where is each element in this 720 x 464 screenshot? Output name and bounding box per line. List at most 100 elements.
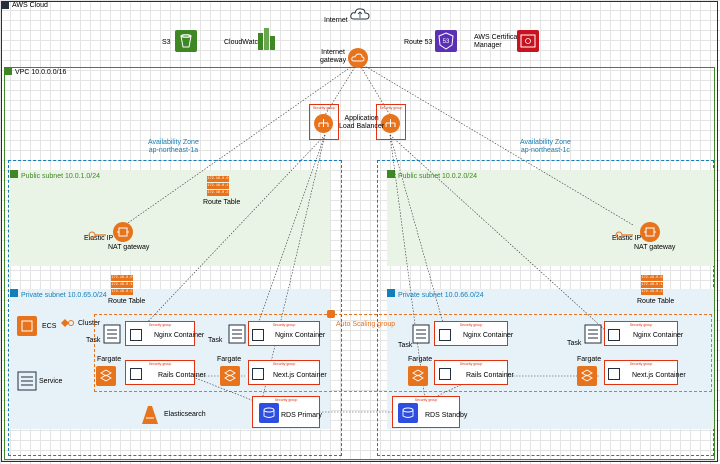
nat-gateway-left-label: NAT gateway [108,244,150,251]
rds-standby-icon [398,403,418,423]
service-label: Service [39,378,63,385]
route-table-public-row-2: 172.16.0.1 [207,183,229,189]
elastic-ip-left-icon [87,226,107,239]
container-icon [252,329,264,341]
elastic-ip-left-label: Elastic IP [84,235,114,242]
acm-label: AWS Certificate Manager [474,34,524,49]
nginx-container-right-2-label: Nginx Container [633,332,684,339]
auto-scaling-icon [327,310,335,318]
vpc-label: VPC 10.0.0.0/16 [15,69,67,76]
nginx-container-left-2-label: Nginx Container [275,332,326,339]
elastic-ip-right-icon [614,226,634,239]
internet-cloud-icon [350,7,370,21]
route-table-right-row-3: 172.16.0.2 [641,289,663,295]
nginx-container-left-1-label: Nginx Container [154,332,205,339]
s3-label: S3 [162,39,171,46]
task-right-1-label: Task [398,342,413,349]
fargate-right-1-icon [408,366,428,386]
task-left-1-label: Task [86,337,101,344]
container-icon [608,368,620,380]
rds-standby-label: RDS Standby [425,412,468,419]
elastic-ip-right-label: Elastic IP [612,235,642,242]
alb-label: Application Load Balancer [339,115,385,130]
container-icon [608,329,620,341]
task-right-2-icon [584,324,602,344]
route-table-public-label: Route Table [203,199,241,206]
task-right-1-icon [412,324,430,344]
task-left-2-icon [228,324,246,344]
nat-gateway-left-icon [113,222,133,242]
route53-label: Route 53 [404,39,433,46]
az-right-label: Availability Zone ap-northeast-1c [520,139,571,154]
az-left-label: Availability Zone ap-northeast-1a [148,139,199,154]
internet-gateway-label: Internet gateway [320,49,347,64]
ecs-icon [17,316,37,336]
public-subnet-right [387,170,714,266]
task-right-2-label: Task [567,340,582,347]
public-subnet-right-label: Public subnet 10.0.2.0/24 [398,173,478,180]
elasticsearch-label: Elasticsearch [164,411,206,418]
private-subnet-left-label: Private subnet 10.0.65.0/24 [21,292,107,299]
private-subnet-right-icon [387,289,395,297]
container-icon [439,368,451,380]
public-subnet-left-label: Public subnet 10.0.1.0/24 [21,173,101,180]
load-balancer-right-icon [381,114,400,133]
route-table-left-label: Route Table [108,298,146,305]
route-table-public-row-1: 172.16.0.0 [207,176,229,182]
vpc-icon [4,67,12,75]
nginx-container-right-1-label: Nginx Container [463,332,514,339]
alb-left-security-group: Security group [309,104,339,140]
route-table-left-row-3: 172.16.0.2 [111,289,133,295]
cluster-icon [59,316,75,330]
rds-primary-icon [259,403,279,423]
aws-cloud-icon [1,1,9,9]
svg-text:53: 53 [443,39,450,45]
container-icon [252,368,264,380]
fargate-left-1-label: Fargate [97,356,122,363]
route-table-right-row-1: 172.16.0.0 [641,275,663,281]
route53-icon: 53 [435,30,457,52]
auto-scaling-group-frame [94,314,712,392]
fargate-left-2-label: Fargate [217,356,242,363]
service-icon [17,371,37,391]
az-left-frame [8,160,342,456]
container-icon [130,368,142,380]
auto-scaling-label: Auto Scaling group [336,321,396,328]
sg-nginx-right-1: Security group [434,321,508,346]
route-table-left-row-2: 172.16.0.1 [111,282,133,288]
certificate-manager-icon [517,30,539,52]
fargate-right-2-icon [577,366,597,386]
load-balancer-left-icon [314,114,333,133]
nat-gateway-right-icon [640,222,660,242]
fargate-left-1-icon [96,366,116,386]
sg-rails-right: Security group [434,360,508,385]
public-subnet-right-icon [387,170,395,178]
rds-primary-label: RDS Primary [281,412,322,419]
sg-nginx-left-2: Security group [248,321,320,346]
internet-gateway-icon [348,48,368,68]
alb-right-security-group: Security group [376,104,406,140]
next-container-left-label: Next.js Container [273,372,327,379]
next-container-right-label: Next.js Container [632,372,686,379]
ecs-label: ECS [42,323,57,330]
task-left-2-label: Task [208,337,223,344]
route-table-right-label: Route Table [637,298,675,305]
fargate-right-1-label: Fargate [408,356,433,363]
cloudwatch-icon [256,27,276,51]
container-icon [130,329,142,341]
container-icon [439,329,451,341]
rails-container-right-label: Rails Container [466,372,514,379]
private-subnet-right-label: Private subnet 10.0.66.0/24 [398,292,484,299]
rails-container-left-label: Rails Container [158,372,206,379]
nat-gateway-right-label: NAT gateway [634,244,676,251]
cluster-label: Cluster [78,320,101,327]
fargate-left-2-icon [220,366,240,386]
route-table-right-row-2: 172.16.0.1 [641,282,663,288]
internet-label: Internet [324,17,348,24]
route-table-public-row-3: 172.16.0.2 [207,190,229,196]
elasticsearch-icon [140,404,160,426]
aws-cloud-label: AWS Cloud [12,2,48,9]
private-subnet-left-icon [10,289,18,297]
